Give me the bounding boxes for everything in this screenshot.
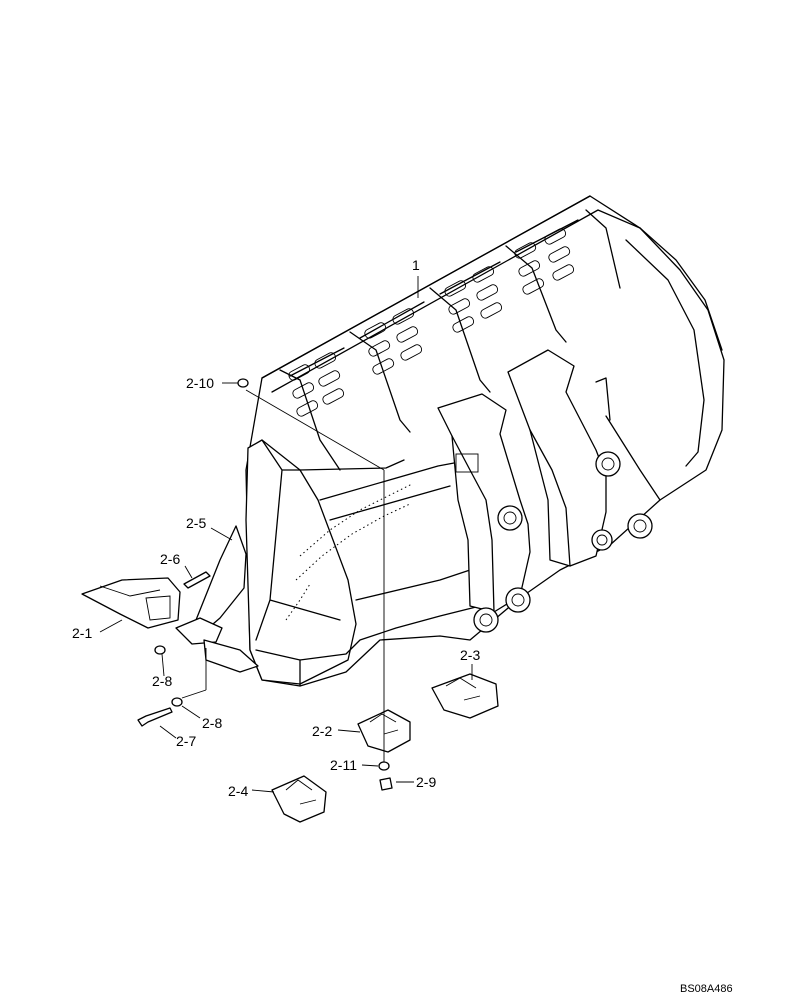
- label-part-2-5: 2-5: [186, 515, 206, 531]
- mounting-brackets: [437, 349, 661, 633]
- reference-code: BS08A486: [680, 983, 733, 995]
- label-part-2-10: 2-10: [186, 375, 214, 391]
- washer: [171, 697, 183, 707]
- top-slots: [288, 228, 575, 417]
- leader-lines: [99, 276, 473, 793]
- label-part-2-8-upper: 2-8: [152, 673, 172, 689]
- tooth-point: [81, 577, 181, 629]
- label-part-2-8-lower: 2-8: [202, 715, 222, 731]
- label-part-2-2: 2-2: [312, 723, 332, 739]
- label-part-2-1: 2-1: [72, 625, 92, 641]
- label-part-2-4: 2-4: [228, 783, 248, 799]
- label-part-2-9: 2-9: [416, 774, 436, 790]
- callouts: 1 2-10 2-5 2-6 2-1 2-8 2-8 2-7 2-3 2-2 2…: [72, 257, 733, 995]
- bolt: [137, 707, 173, 727]
- tooth-assembly: [81, 378, 259, 727]
- label-part-2-3: 2-3: [460, 647, 480, 663]
- pin: [183, 571, 211, 589]
- nut-top: [237, 378, 249, 388]
- wear-pads: [271, 673, 499, 823]
- label-part-2-6: 2-6: [160, 551, 180, 567]
- label-part-2-7: 2-7: [176, 733, 196, 749]
- nut: [154, 645, 166, 655]
- label-part-2-11: 2-11: [330, 757, 357, 773]
- label-part-1: 1: [412, 257, 420, 273]
